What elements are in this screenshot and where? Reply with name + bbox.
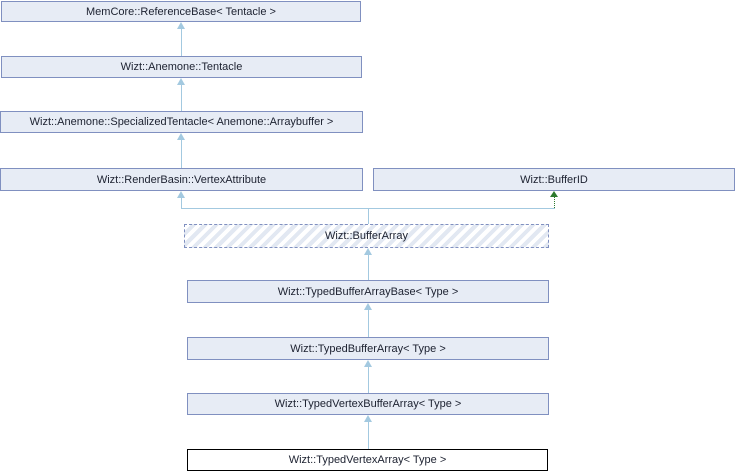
inheritance-edge [368,309,369,337]
class-node-typed-vertex-buffer-array[interactable]: Wizt::TypedVertexBufferArray< Type > [187,393,549,415]
inheritance-arrowhead [364,303,372,310]
inheritance-arrowhead [177,22,185,29]
class-node-buffer-array[interactable]: Wizt::BufferArray [184,224,549,248]
protected-inheritance-edge [554,197,555,208]
class-node-tentacle[interactable]: Wizt::Anemone::Tentacle [1,56,362,78]
inheritance-edge [368,366,369,393]
inheritance-arrowhead [364,360,372,367]
inheritance-arrowhead [364,248,372,255]
inheritance-edge [368,254,369,280]
class-node-buffer-id[interactable]: Wizt::BufferID [373,168,735,191]
class-node-specialized-tentacle[interactable]: Wizt::Anemone::SpecializedTentacle< Anem… [0,111,363,133]
class-node-reference-base[interactable]: MemCore::ReferenceBase< Tentacle > [1,1,361,22]
inheritance-arrowhead [364,415,372,422]
inheritance-arrowhead [177,191,185,198]
inheritance-edge [181,208,555,209]
class-node-typed-vertex-array: Wizt::TypedVertexArray< Type > [187,449,548,471]
inheritance-edge [181,139,182,168]
inheritance-edge [368,421,369,449]
inheritance-edge [181,84,182,111]
inheritance-arrowhead [177,133,185,140]
inheritance-edge [368,208,369,224]
class-node-typed-buffer-array-base[interactable]: Wizt::TypedBufferArrayBase< Type > [187,280,549,303]
protected-inheritance-arrowhead [550,191,558,197]
inheritance-arrowhead [177,78,185,85]
class-node-typed-buffer-array[interactable]: Wizt::TypedBufferArray< Type > [187,337,549,360]
inheritance-edge [181,198,182,208]
inheritance-edge [181,28,182,56]
class-node-vertex-attribute[interactable]: Wizt::RenderBasin::VertexAttribute [0,168,363,191]
